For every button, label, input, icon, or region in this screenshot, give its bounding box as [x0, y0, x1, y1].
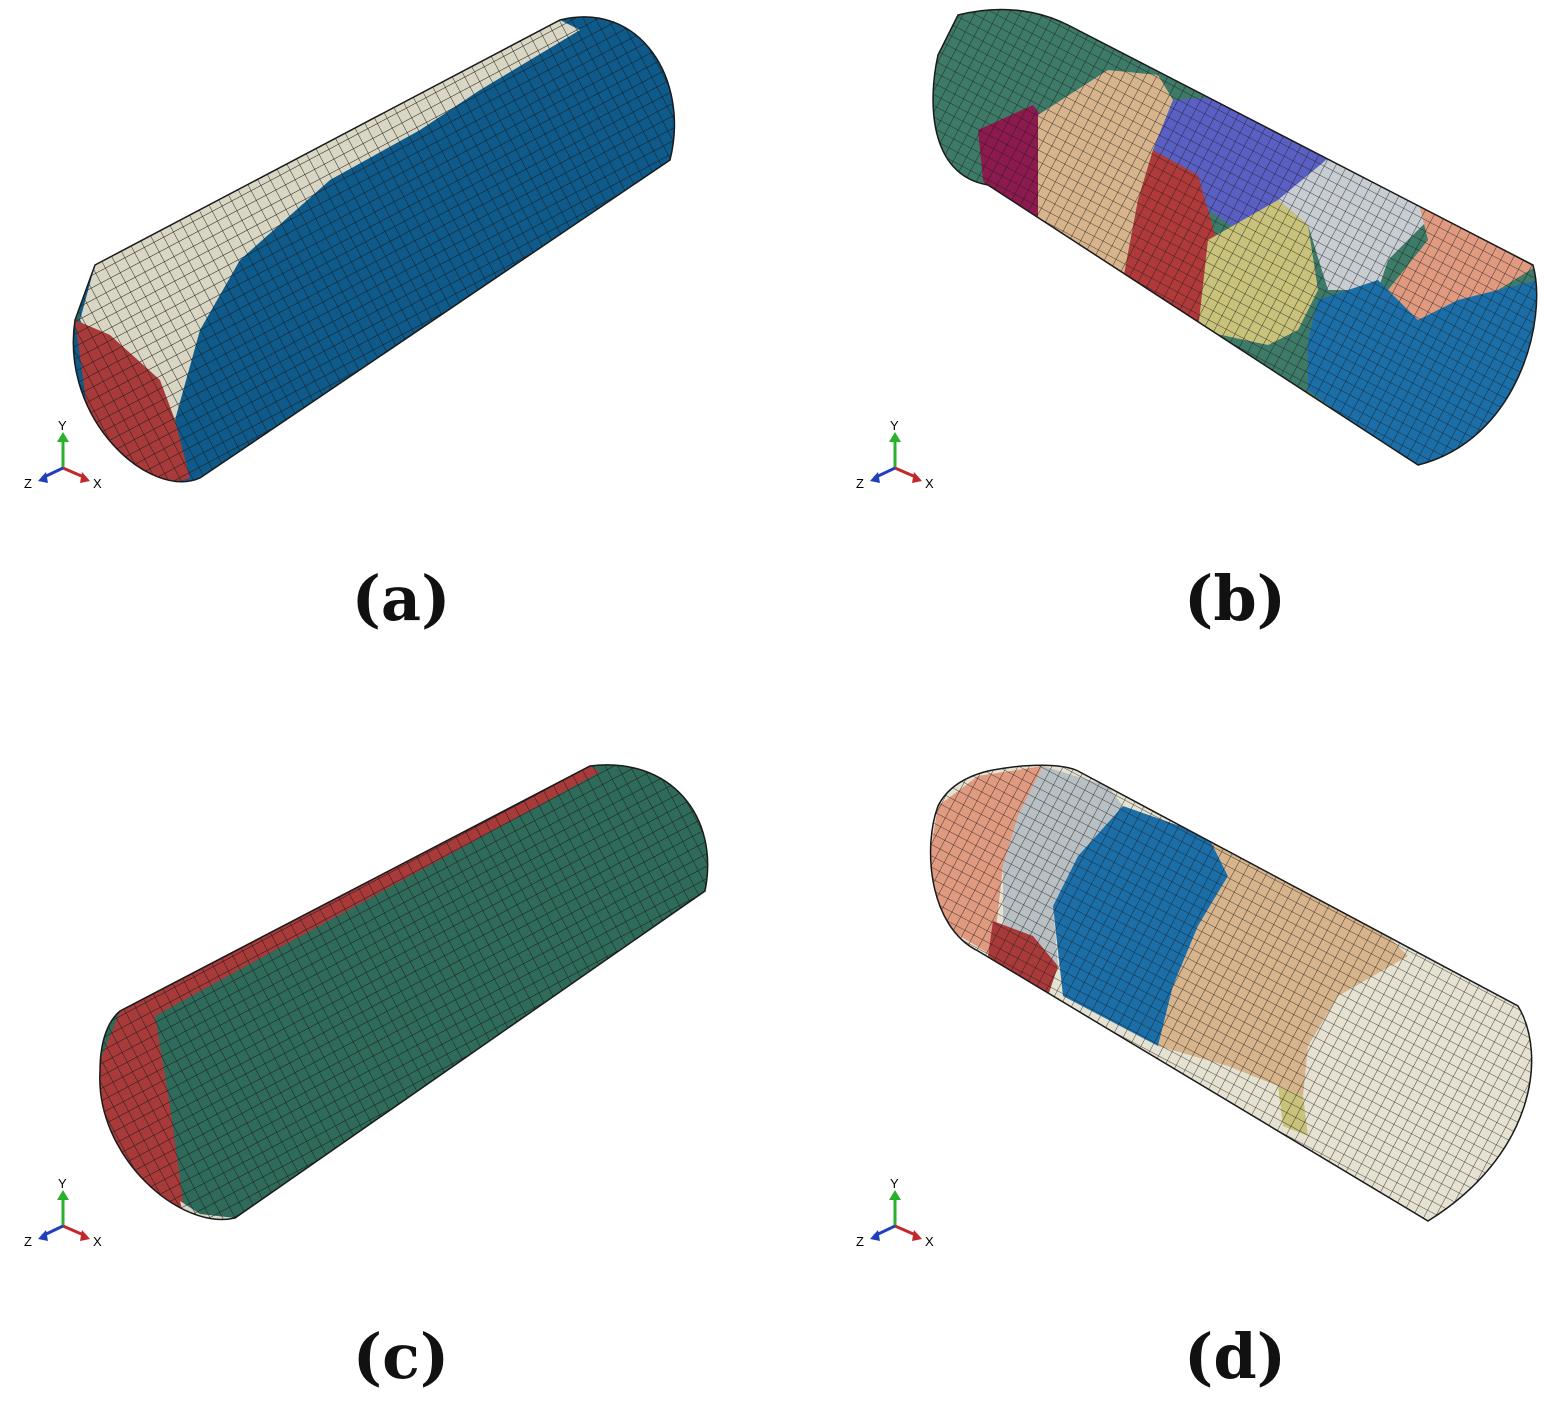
axis-x-arrow — [80, 1230, 90, 1241]
axis-y-label: Y — [890, 418, 899, 433]
panel-a: Y X Z (a) — [0, 0, 777, 706]
cylinder-mesh-c: Y X Z — [24, 764, 709, 1249]
axis-triad: Y X Z — [856, 1176, 934, 1249]
axis-x-label: X — [93, 1234, 102, 1249]
panel-caption: (c) — [352, 1320, 450, 1393]
cylinder-mesh-a: Y X Z — [24, 16, 676, 491]
axis-triad: Y X Z — [856, 418, 934, 491]
panel-caption: (a) — [351, 562, 451, 635]
axis-x-label: X — [925, 1234, 934, 1249]
axis-y-arrow — [889, 432, 901, 442]
axis-triad: Y X Z — [24, 1176, 102, 1249]
axis-y-arrow — [57, 1190, 69, 1200]
axis-x-label: X — [925, 476, 934, 491]
axis-y-arrow — [57, 432, 69, 442]
panel-c: Y X Z (c) — [0, 706, 777, 1412]
panel-caption: (b) — [1183, 562, 1287, 635]
axis-x-arrow — [912, 472, 922, 483]
axis-z-arrow — [870, 472, 880, 483]
axis-z-label: Z — [24, 476, 32, 491]
axis-x-arrow — [80, 472, 90, 483]
axis-x-label: X — [93, 476, 102, 491]
panel-caption: (d) — [1183, 1320, 1287, 1393]
mesh-overlay — [99, 764, 708, 1220]
axis-y-label: Y — [58, 1176, 67, 1191]
axis-z-arrow — [38, 1230, 48, 1241]
axis-z-label: Z — [856, 1234, 864, 1249]
axis-y-label: Y — [58, 418, 67, 433]
axis-y-arrow — [889, 1190, 901, 1200]
axis-z-label: Z — [856, 476, 864, 491]
axis-z-label: Z — [24, 1234, 32, 1249]
axis-z-arrow — [38, 472, 48, 483]
panel-b: Y X Z (b) — [778, 0, 1555, 706]
axis-z-arrow — [870, 1230, 880, 1241]
mesh-overlay — [930, 765, 1532, 1221]
axis-triad: Y X Z — [24, 418, 102, 491]
cylinder-mesh-d: Y X Z — [856, 764, 1533, 1249]
axis-y-label: Y — [890, 1176, 899, 1191]
panel-d: Y X Z (d) — [778, 706, 1555, 1412]
axis-x-arrow — [912, 1230, 922, 1241]
cylinder-mesh-b: Y X Z — [856, 8, 1538, 491]
